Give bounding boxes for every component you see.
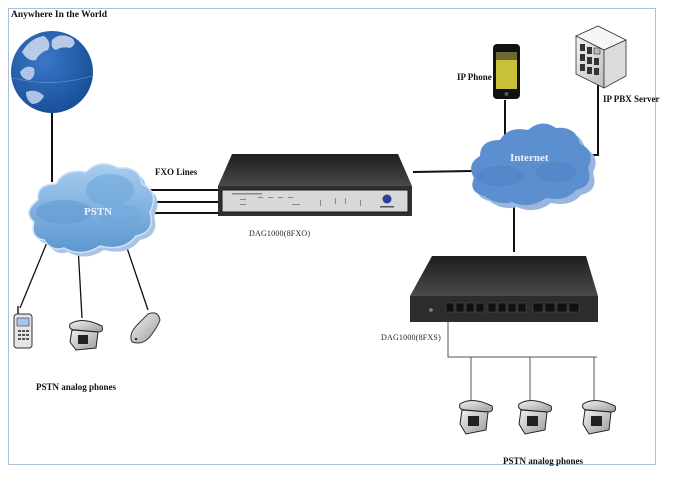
line-pstn-phone2 <box>77 245 83 319</box>
connection-lines <box>19 85 599 400</box>
fxo-lines-label: FXO Lines <box>155 167 198 177</box>
gateway-fxs-label: DAG1000(8FXS) <box>381 333 441 342</box>
pstn-cloud-label: PSTN <box>84 206 113 218</box>
internet-cloud-label: Internet <box>510 152 549 164</box>
diagram-title: Anywhere In the World <box>11 10 107 20</box>
server-icon <box>575 25 627 89</box>
gateway-fxs-device-icon <box>410 256 598 322</box>
right-phones-label: PSTN analog phones <box>503 456 584 466</box>
line-fxs-bus <box>447 320 597 358</box>
desk-phone-icon <box>582 400 616 435</box>
diagram-frame <box>8 8 656 465</box>
desk-phone-icon <box>459 400 493 435</box>
globe-icon <box>11 31 93 113</box>
desk-phone-icon <box>518 400 552 435</box>
smartphone-icon <box>493 44 520 99</box>
gateway-fxo-label: DAG1000(8FXO) <box>249 229 311 238</box>
pstn-cloud-icon <box>28 163 158 257</box>
line-pstn-phone1 <box>19 239 49 309</box>
internet-cloud-icon <box>471 123 596 211</box>
left-phones-label: PSTN analog phones <box>36 382 117 392</box>
ip-pbx-label: IP PBX Server <box>603 94 660 104</box>
ip-phone-label: IP Phone <box>457 72 492 82</box>
line-pbx-internet <box>585 85 599 156</box>
desk-phone-icon <box>69 320 103 351</box>
mobile-phone-icon <box>13 306 33 349</box>
cordless-phone-icon <box>130 312 161 344</box>
line-fxo-internet <box>412 170 473 173</box>
line-pstn-phone3 <box>125 244 149 311</box>
gateway-fxo-device-icon <box>218 154 412 216</box>
